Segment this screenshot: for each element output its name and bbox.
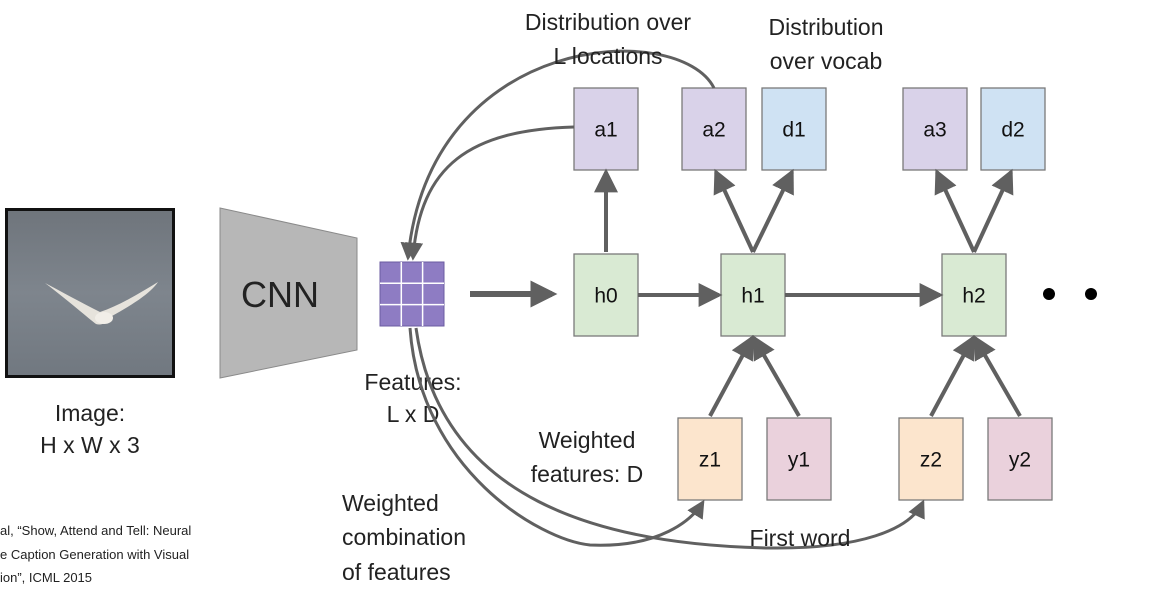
weighted-features-line1: Weighted: [539, 427, 636, 453]
node-a3: [902, 87, 968, 171]
weighted-combination-line2: combination: [342, 524, 466, 550]
curve-a1-to-features: [405, 125, 575, 261]
cnn-label: CNN: [241, 274, 319, 315]
node-a3-label: a3: [923, 119, 946, 142]
citation-line3: ion”, ICML 2015: [0, 570, 92, 585]
input-image: [5, 208, 175, 378]
cnn-block: [219, 207, 358, 379]
arrow-h1-d1: [751, 168, 794, 253]
arrow-y1-h1: [752, 334, 801, 417]
arrow-h2-d2: [972, 168, 1014, 253]
node-z1-label: z1: [699, 449, 721, 472]
node-a2-label: a2: [702, 119, 725, 142]
ellipsis-dot-1: [1043, 288, 1055, 300]
node-d1: [761, 87, 827, 171]
arrow-z2-h2: [929, 334, 975, 417]
image-label-line1: Image:: [55, 400, 125, 426]
arrow-z1-h1: [708, 334, 754, 417]
weighted-combination-line1: Weighted: [342, 490, 439, 516]
node-z2-label: z2: [920, 449, 942, 472]
curve-a2-to-features: [400, 49, 716, 261]
curve-features-to-z1: [408, 327, 705, 547]
arrow-h1-a2: [713, 168, 755, 253]
first-word-label: First word: [750, 525, 851, 551]
node-y2: [987, 417, 1053, 501]
node-z1: [677, 417, 743, 501]
node-h0: [573, 253, 639, 337]
dist-vocab-line2: over vocab: [770, 48, 883, 74]
bird-icon: [45, 282, 158, 325]
dist-vocab-line1: Distribution: [768, 14, 883, 40]
image-label-line2: H x W x 3: [40, 432, 140, 458]
node-z2: [898, 417, 964, 501]
node-y1: [766, 417, 832, 501]
features-label-line1: Features:: [364, 369, 461, 395]
citation-line1: al, “Show, Attend and Tell: Neural: [0, 523, 191, 538]
node-h1: [720, 253, 786, 337]
weighted-features-line2: features: D: [531, 461, 644, 487]
node-h2: [941, 253, 1007, 337]
node-y1-label: y1: [788, 449, 810, 472]
node-a1-label: a1: [594, 119, 617, 142]
dist-locations-line1: Distribution over: [525, 9, 692, 35]
arrow-y2-h2: [973, 334, 1022, 417]
node-y2-label: y2: [1009, 449, 1031, 472]
arrow-h2-a3: [934, 168, 976, 253]
dist-locations-line2: L locations: [553, 43, 662, 69]
node-h2-label: h2: [962, 285, 985, 308]
node-d2-label: d2: [1001, 119, 1024, 142]
feature-grid-icon: [379, 261, 445, 327]
node-d2: [980, 87, 1046, 171]
node-a2: [681, 87, 747, 171]
weighted-combination-line3: of features: [342, 559, 451, 585]
citation-line2: e Caption Generation with Visual: [0, 547, 189, 562]
curve-features-to-z2: [414, 327, 925, 550]
node-h1-label: h1: [741, 285, 764, 308]
node-d1-label: d1: [782, 119, 805, 142]
ellipsis-dot-2: [1085, 288, 1097, 300]
node-h0-label: h0: [594, 285, 617, 308]
